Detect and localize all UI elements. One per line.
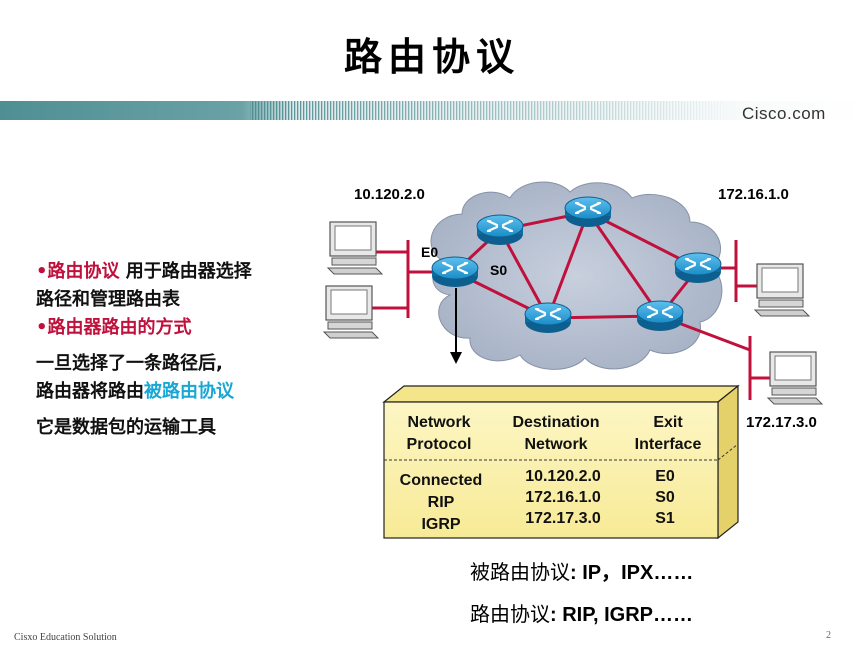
lan-segment-right-bottom <box>748 336 770 400</box>
pc-icon <box>327 221 383 275</box>
network-label-right-bottom: 172.17.3.0 <box>746 414 817 431</box>
routed-protocols-line: 被路由协议: IP，IPX…… <box>470 560 694 584</box>
bullet-text: 它是数据包的运输工具 <box>36 417 216 438</box>
brand-logo-text: Cisco.com <box>742 104 826 123</box>
router-icon <box>635 299 685 333</box>
page-title: 路由协议 <box>343 35 520 79</box>
lan-segment-right-top <box>718 240 758 302</box>
port-label-e0: E0 <box>421 244 439 260</box>
page-number: 2 <box>826 630 831 641</box>
table-column-network: 10.120.2.0 172.16.1.0 172.17.3.0 <box>508 466 618 529</box>
header-band <box>0 101 864 120</box>
bullet-item-continuation: 路径和管理路由表 <box>36 289 180 310</box>
network-label-right-top: 172.16.1.0 <box>718 186 789 203</box>
bullet-text: 一旦选择了一条路径后, <box>36 353 223 374</box>
router-icon <box>673 251 723 285</box>
pc-icon <box>754 263 810 317</box>
routing-table-box <box>382 384 740 540</box>
table-column-interface: E0 S0 S1 <box>640 466 690 529</box>
routing-protocols-line: 路由协议: RIP, IGRP…… <box>470 602 693 626</box>
table-cell: S0 <box>655 489 675 506</box>
footer-text: Cisxo Education Solution <box>14 632 117 643</box>
table-cell: E0 <box>655 468 675 485</box>
table-cell: Connected <box>399 472 483 489</box>
router-icon <box>475 213 525 247</box>
table-cell: RIP <box>427 494 455 511</box>
network-label-left: 10.120.2.0 <box>354 186 425 203</box>
router-icon <box>563 195 613 229</box>
port-label-s0: S0 <box>490 262 508 278</box>
table-cell: 172.17.3.0 <box>525 510 601 527</box>
pc-icon <box>767 351 823 405</box>
bullet-list: •路由协议 用于路由器选择 路径和管理路由表 •路由器路由的方式 一旦选择了一条… <box>36 258 336 442</box>
bullet-item: •路由器路由的方式 <box>36 317 192 338</box>
arrow-down-icon <box>450 288 462 364</box>
table-cell: 172.16.1.0 <box>525 489 601 506</box>
table-cell: 10.120.2.0 <box>525 468 601 485</box>
bullet-item: •路由协议 用于路由器选择 <box>36 261 252 282</box>
router-icon <box>430 255 480 289</box>
table-cell: IGRP <box>421 516 461 533</box>
router-icon <box>523 301 573 335</box>
bullet-text: 路由器将路由被路由协议 <box>36 381 234 402</box>
table-column-protocol: Connected RIP IGRP <box>384 470 498 536</box>
table-cell: S1 <box>655 510 675 527</box>
